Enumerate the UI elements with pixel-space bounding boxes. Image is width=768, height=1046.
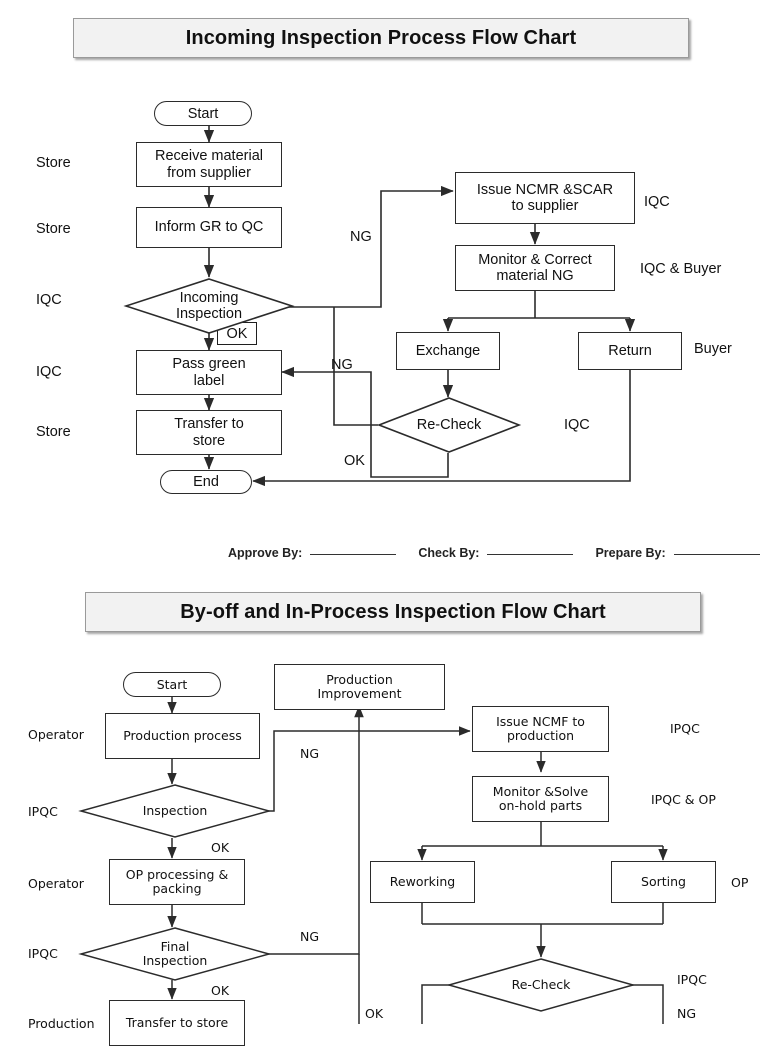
decision-re-check[interactable]: Re-Check: [376, 397, 522, 453]
node-issue-ncmf[interactable]: Issue NCMF to production: [472, 706, 609, 752]
role-label-store-2: Store: [36, 221, 71, 237]
node-production-improvement[interactable]: Production Improvement: [274, 664, 445, 710]
byoff-inprocess-flow-chart: Start Production process Inspection OP p…: [28, 664, 749, 1046]
edge-label-ok-incoming-inspection: OK: [217, 322, 257, 345]
node-production-improvement-line2: Improvement: [317, 686, 402, 701]
role-label-op: OP: [731, 875, 749, 890]
edge-label-ng-to-ncmr: NG: [350, 229, 372, 245]
edge-label-ok-recheck: OK: [344, 453, 365, 469]
node-start[interactable]: Start: [154, 101, 252, 126]
decision-final-inspection-line2: Inspection: [142, 953, 208, 968]
signature-approve-by-line[interactable]: [310, 553, 397, 555]
decision-final-inspection[interactable]: Final Inspection: [78, 927, 272, 981]
signature-approve-by: Approve By:: [228, 546, 397, 560]
node-issue-ncmf-line2: production: [506, 728, 575, 743]
decision-incoming-inspection[interactable]: Incoming Inspection: [123, 278, 295, 334]
role-label-iqc-recheck: IQC: [564, 417, 590, 433]
edge-label-ng-inspection: NG: [300, 746, 320, 761]
chart-1-connectors: [203, 125, 636, 487]
diamond-shape: [123, 278, 295, 334]
decision-re-check-label: Re-Check: [416, 416, 482, 433]
node-monitor-solve-line2: on-hold parts: [498, 798, 583, 813]
node-inform-gr-to-qc[interactable]: Inform GR to QC: [136, 207, 282, 248]
signature-check-by-label: Check By:: [418, 546, 480, 560]
signature-prepare-by-line[interactable]: [673, 553, 760, 555]
role-label-iqc-2: IQC: [36, 364, 62, 380]
signature-check-by-line[interactable]: [487, 553, 574, 555]
node-monitor-correct-material-line1: Monitor & Correct: [478, 251, 592, 268]
decision-incoming-inspection-line2: Inspection: [175, 306, 243, 322]
diamond-shape: [376, 397, 522, 453]
role-label-ipqc-2: IPQC: [28, 946, 58, 961]
decision-re-check-2-label: Re-Check: [511, 977, 571, 992]
node-production-process[interactable]: Production process: [105, 713, 260, 759]
chart-1-title: Incoming Inspection Process Flow Chart: [73, 18, 689, 58]
role-label-ipqc-1: IPQC: [28, 804, 58, 819]
edge-label-ok-inspection: OK: [211, 840, 230, 855]
node-receive-material-line1: Receive material: [155, 148, 263, 165]
diamond-shape: [78, 927, 272, 981]
decision-inspection-label: Inspection: [142, 803, 208, 818]
role-label-store-3: Store: [36, 424, 71, 440]
decision-inspection[interactable]: Inspection: [78, 784, 272, 838]
node-end[interactable]: End: [160, 470, 252, 494]
edge-label-ok-recheck-2: OK: [365, 1006, 384, 1021]
node-transfer-to-store-line2: store: [192, 432, 226, 449]
signature-approve-by-label: Approve By:: [228, 546, 303, 560]
node-monitor-solve-line1: Monitor &Solve: [492, 784, 589, 799]
role-label-operator-1: Operator: [28, 727, 84, 742]
signature-row: Approve By: Check By: Prepare By:: [228, 542, 768, 564]
node-transfer-to-store-line1: Transfer to: [174, 416, 244, 433]
incoming-inspection-flow-chart: Start Receive material from supplier Inf…: [36, 101, 732, 494]
edge-label-ng-to-recheck: NG: [331, 357, 353, 373]
node-op-processing-line2: packing: [152, 881, 202, 896]
role-label-ipqc-recheck: IPQC: [677, 972, 707, 987]
role-label-operator-2: Operator: [28, 876, 84, 891]
role-label-store-1: Store: [36, 155, 71, 171]
node-production-improvement-line1: Production: [326, 672, 393, 687]
node-issue-ncmr-scar[interactable]: Issue NCMR &SCAR to supplier: [455, 172, 635, 224]
node-op-processing-line1: OP processing &: [125, 867, 229, 882]
edge-label-ng-recheck-2: NG: [677, 1006, 697, 1021]
signature-prepare-by: Prepare By:: [595, 546, 760, 560]
node-op-processing-packing[interactable]: OP processing & packing: [109, 859, 245, 905]
chart-2-connectors: [167, 697, 668, 1024]
signature-prepare-by-label: Prepare By:: [595, 546, 666, 560]
node-exchange[interactable]: Exchange: [396, 332, 500, 370]
diamond-shape: [78, 784, 272, 838]
signature-check-by: Check By:: [418, 546, 574, 560]
node-start-2[interactable]: Start: [123, 672, 221, 697]
node-issue-ncmr-scar-line2: to supplier: [511, 198, 579, 214]
role-label-ipqc-ncmf: IPQC: [670, 721, 700, 736]
role-label-iqc-buyer: IQC & Buyer: [640, 261, 722, 277]
node-pass-green-label-line2: label: [193, 372, 225, 389]
role-label-ipqc-op: IPQC & OP: [651, 792, 716, 807]
role-label-iqc-ncmr: IQC: [644, 194, 670, 210]
node-monitor-solve-onhold[interactable]: Monitor &Solve on-hold parts: [472, 776, 609, 822]
role-label-iqc-1: IQC: [36, 292, 62, 308]
edge-label-ok-final: OK: [211, 983, 230, 998]
node-pass-green-label[interactable]: Pass green label: [136, 350, 282, 395]
node-pass-green-label-line1: Pass green: [172, 356, 246, 373]
diamond-shape: [446, 958, 636, 1012]
node-receive-material[interactable]: Receive material from supplier: [136, 142, 282, 187]
node-return[interactable]: Return: [578, 332, 682, 370]
role-label-buyer: Buyer: [694, 341, 732, 357]
node-receive-material-line2: from supplier: [167, 164, 251, 181]
decision-incoming-inspection-line1: Incoming: [179, 289, 239, 306]
node-sorting[interactable]: Sorting: [611, 861, 716, 903]
decision-final-inspection-line1: Final: [160, 939, 190, 954]
node-monitor-correct-material[interactable]: Monitor & Correct material NG: [455, 245, 615, 291]
chart-2-title: By-off and In-Process Inspection Flow Ch…: [85, 592, 701, 632]
edge-label-ng-final: NG: [300, 929, 320, 944]
node-issue-ncmr-scar-line1: Issue NCMR &SCAR: [476, 181, 614, 198]
document-page: Incoming Inspection Process Flow Chart: [28, 18, 768, 1046]
node-transfer-to-store[interactable]: Transfer to store: [136, 410, 282, 455]
node-monitor-correct-material-line2: material NG: [496, 268, 574, 284]
node-reworking[interactable]: Reworking: [370, 861, 475, 903]
node-transfer-to-store-2[interactable]: Transfer to store: [109, 1000, 245, 1046]
decision-re-check-2[interactable]: Re-Check: [446, 958, 636, 1012]
node-issue-ncmf-line1: Issue NCMF to: [496, 714, 585, 729]
